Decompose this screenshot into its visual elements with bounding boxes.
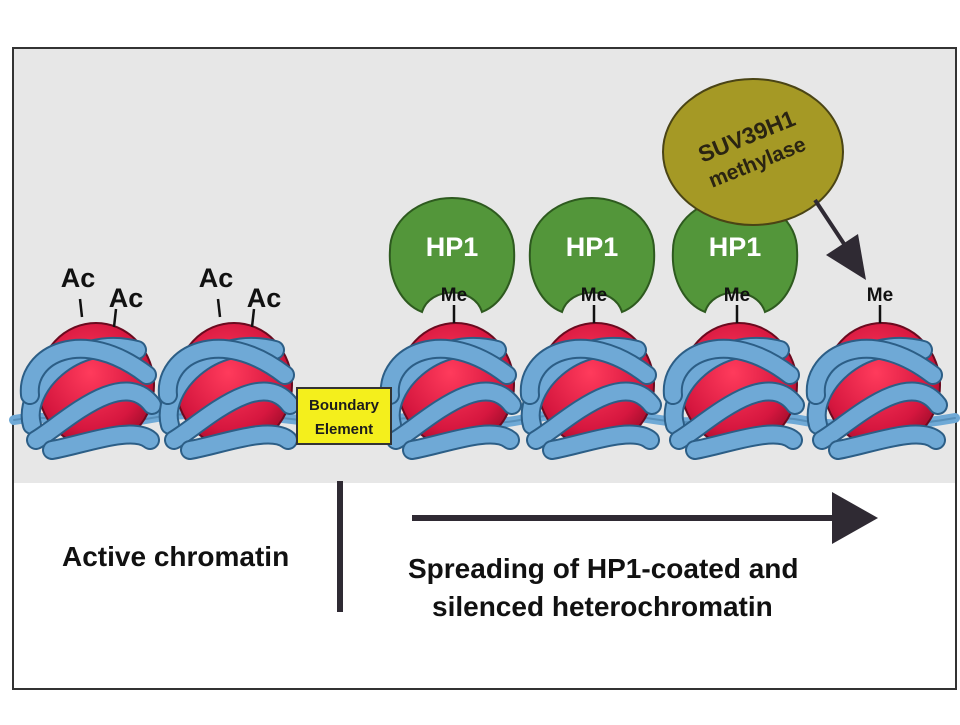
spreading-caption-line1: Spreading of HP1-coated and [408, 553, 799, 584]
dna-wrap [44, 426, 158, 458]
acetylation-mark: Ac [247, 283, 282, 313]
mark-tail [216, 298, 222, 318]
nucleosome: Me [805, 285, 948, 460]
dna-wrap [381, 340, 515, 403]
dna-wrap [521, 340, 655, 403]
dna-wrap [664, 340, 798, 403]
spreading-caption-line2: silenced heterochromatin [432, 591, 773, 622]
hp1-label: HP1 [709, 232, 762, 262]
methylation-arrowhead [826, 234, 866, 280]
acetylation-mark: Ac [61, 263, 96, 293]
mark-tail [112, 308, 118, 328]
methylation-mark: Me [441, 285, 467, 306]
dna-wrap [671, 383, 803, 448]
boundary-label-line2: Element [315, 421, 373, 438]
hp1-label: HP1 [566, 232, 619, 262]
dna-wrap [814, 383, 946, 448]
methylation-mark: Me [724, 285, 750, 306]
dna-wrap [544, 426, 658, 458]
dna-wrap [830, 426, 944, 458]
methylation-mark: Me [581, 285, 607, 306]
acetylation-mark: Ac [109, 283, 144, 313]
dna-wrap [182, 426, 296, 458]
dna-wrap [388, 383, 520, 448]
methylation-mark: Me [867, 285, 893, 306]
hp1-protein [528, 197, 656, 314]
hp1-protein [388, 197, 516, 314]
dna-wrap [166, 383, 298, 448]
dna-wrap [28, 383, 160, 448]
mark-tail [78, 298, 84, 318]
dna-wrap [159, 340, 293, 403]
dna-wrap [21, 340, 155, 403]
dna-wrap [404, 426, 518, 458]
dna-wrap [528, 383, 660, 448]
boundary-label-line1: Boundary [309, 397, 380, 414]
hp1-label: HP1 [426, 232, 479, 262]
boundary-element: Boundary Element [296, 387, 392, 445]
spreading-arrowhead [832, 492, 878, 544]
dna-wrap [687, 426, 801, 458]
suv39h1-enzyme: SUV39H1 methylase [662, 78, 844, 226]
dna-wrap [807, 340, 941, 403]
active-chromatin-caption: Active chromatin [62, 541, 289, 572]
acetylation-mark: Ac [199, 263, 234, 293]
mark-tail [250, 308, 256, 328]
